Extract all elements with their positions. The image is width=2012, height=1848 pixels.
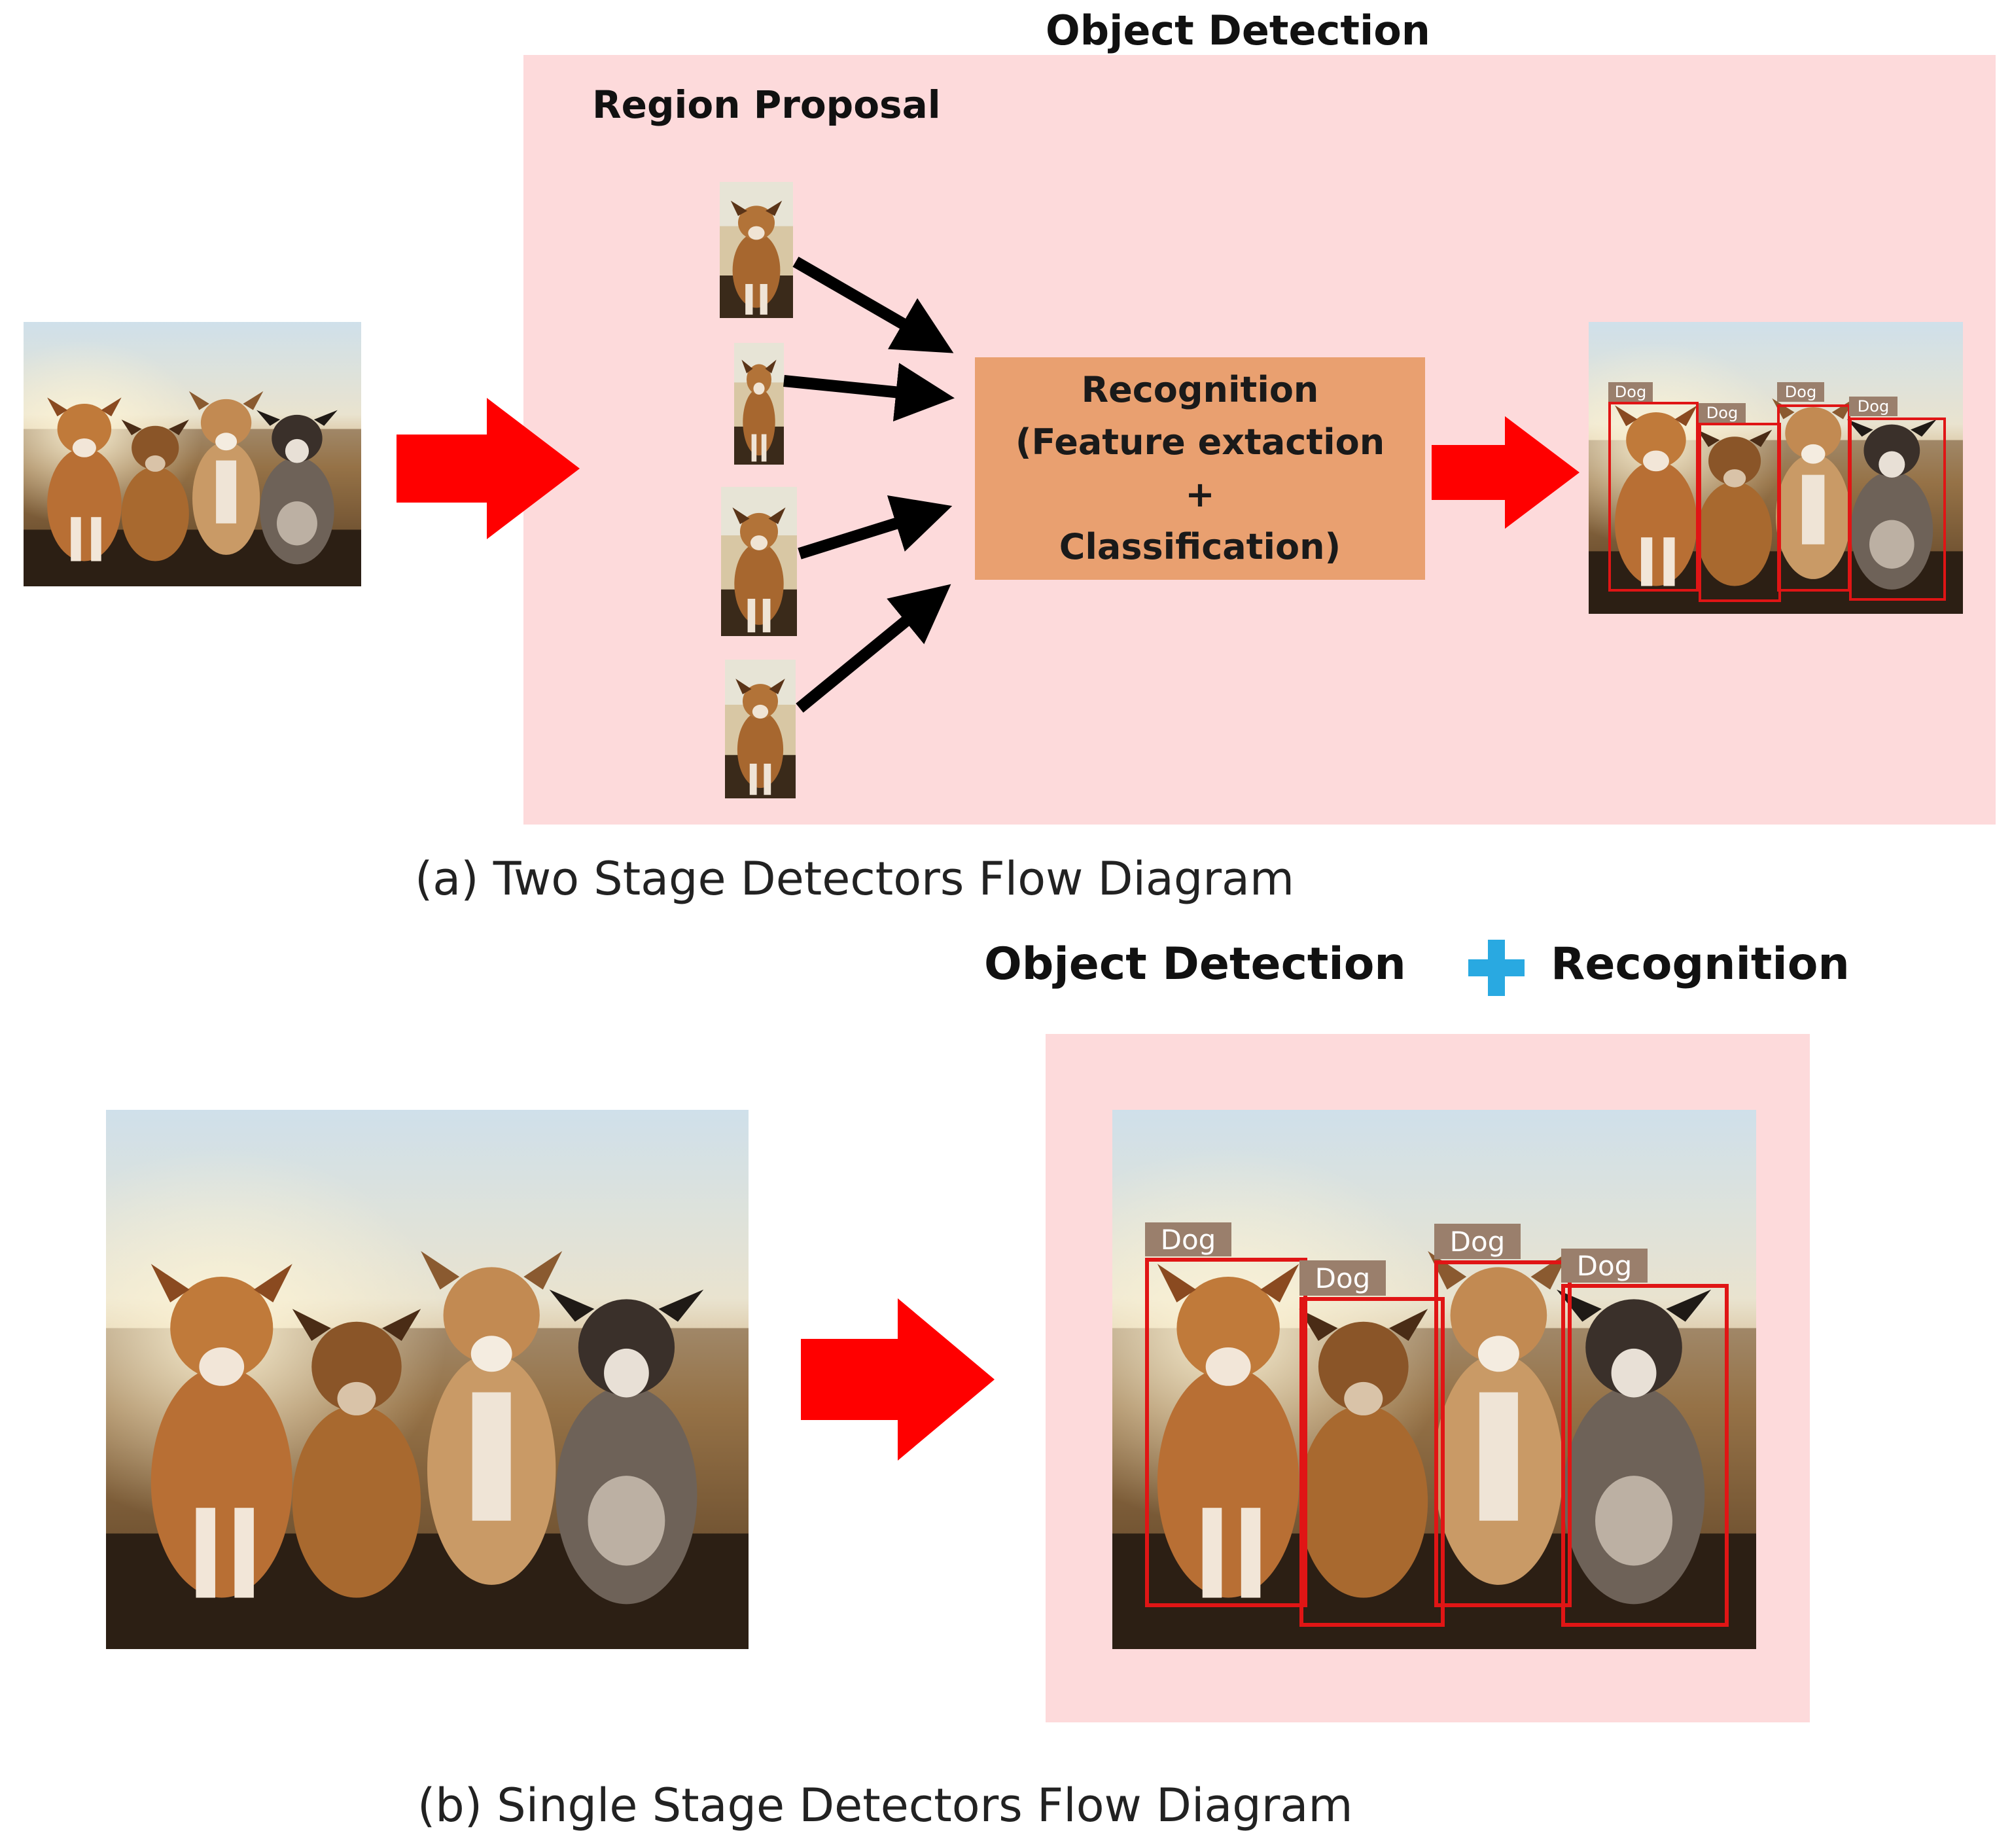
detection-box-1 xyxy=(1608,402,1699,592)
detection-label-2: Dog xyxy=(1699,403,1746,423)
region-proposal-title: Region Proposal xyxy=(592,82,941,127)
detection-box-b2 xyxy=(1299,1297,1445,1627)
red-arrow-icon xyxy=(1432,416,1580,529)
detection-box-4 xyxy=(1849,418,1946,601)
object-detection-title-bottom: Object Detection xyxy=(984,938,1406,990)
arrow-crop-2 xyxy=(783,363,955,422)
detection-box-2 xyxy=(1699,423,1781,602)
red-arrow-icon xyxy=(397,398,580,539)
arrow-crop-1 xyxy=(792,257,954,353)
detection-box-3 xyxy=(1777,404,1850,592)
recognition-line-1: Recognition xyxy=(1081,369,1319,410)
detection-box-b4 xyxy=(1561,1284,1729,1627)
object-detection-title: Object Detection xyxy=(1046,7,1430,54)
detection-label-b4: Dog xyxy=(1561,1249,1648,1283)
detection-box-b3 xyxy=(1434,1260,1572,1607)
arrow-crop-4 xyxy=(796,584,951,713)
recognition-box: Recognition (Feature extaction + Classif… xyxy=(975,357,1425,580)
detection-label-1: Dog xyxy=(1608,382,1653,402)
detection-label-3: Dog xyxy=(1777,382,1824,402)
caption-single-stage: (b) Single Stage Detectors Flow Diagram xyxy=(417,1779,1353,1832)
detection-label-b1: Dog xyxy=(1145,1222,1231,1256)
arrow-crop-3 xyxy=(798,495,953,560)
caption-two-stage: (a) Two Stage Detectors Flow Diagram xyxy=(415,852,1295,906)
detection-box-b1 xyxy=(1145,1258,1307,1607)
recognition-line-4: Classification) xyxy=(1059,526,1341,567)
recognition-title-bottom: Recognition xyxy=(1551,938,1850,990)
recognition-line-3: + xyxy=(1185,474,1215,515)
input-image-bottom xyxy=(106,1110,749,1649)
red-arrow-icon xyxy=(801,1298,995,1461)
detection-label-4: Dog xyxy=(1849,397,1897,416)
detection-label-b2: Dog xyxy=(1299,1260,1386,1296)
detection-label-b3: Dog xyxy=(1434,1224,1521,1259)
plus-icon xyxy=(1468,940,1525,996)
recognition-line-2: (Feature extaction xyxy=(1015,421,1385,463)
